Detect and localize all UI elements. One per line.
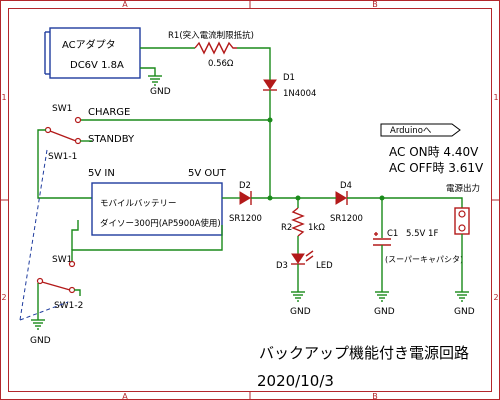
voltage-ac-off: AC OFF時 3.61V — [389, 161, 484, 175]
output-connector — [454, 207, 470, 235]
battery-model: ダイソー300円(AP5900A使用) — [100, 218, 221, 229]
frame-col-a-top: A — [122, 0, 128, 9]
switch-sw1-2 — [36, 260, 76, 294]
ac-adapter-name: ACアダプタ — [62, 38, 116, 51]
r2-name: R2 — [281, 223, 292, 233]
sw1-bottom-name: SW1 — [52, 255, 72, 265]
output-label: 電源出力 — [446, 183, 480, 194]
voltage-ac-on: AC ON時 4.40V — [389, 145, 479, 159]
diode-d4 — [330, 191, 348, 205]
d3-name: D3 — [276, 261, 288, 271]
arduino-label: Arduinoへ — [390, 126, 432, 136]
arduino-tag: Arduinoへ — [380, 123, 461, 137]
d1-part: 1N4004 — [283, 89, 316, 99]
gnd-symbol-out — [455, 291, 469, 302]
diagram-date: 2020/10/3 — [257, 372, 334, 390]
battery-in-label: 5V IN — [88, 168, 115, 179]
ac-adapter: ACアダプタ DC6V 1.8A — [44, 27, 141, 79]
gnd-label-c1: GND — [374, 307, 395, 317]
gnd-symbol-ac — [148, 75, 162, 86]
frame-row-1-right: 1 — [493, 93, 498, 102]
frame-row-2-right: 2 — [493, 293, 498, 302]
d1-name: D1 — [283, 73, 295, 83]
diagram-title: バックアップ機能付き電源回路 — [259, 344, 469, 362]
r1-name: R1(突入電流制限抵抗) — [168, 30, 254, 41]
mobile-battery: モバイルバッテリー ダイソー300円(AP5900A使用) — [91, 182, 223, 236]
battery-name: モバイルバッテリー — [100, 199, 177, 209]
gnd-symbol-led — [291, 291, 305, 302]
sw1-2-name: SW1-2 — [54, 301, 83, 311]
d2-name: D2 — [239, 181, 251, 191]
led-d3 — [291, 250, 314, 265]
gnd-label-led: GND — [290, 307, 311, 317]
frame-col-a-bottom: A — [122, 392, 128, 400]
r2-value: 1kΩ — [308, 223, 325, 233]
frame-row-2-left: 2 — [1, 293, 6, 302]
diode-d2 — [236, 191, 252, 205]
gnd-symbol-sw — [31, 312, 45, 330]
battery-out-label: 5V OUT — [188, 168, 227, 179]
resistor-r1 — [194, 41, 237, 55]
c1-name: C1 — [387, 229, 398, 239]
switch-sw1-1 — [44, 116, 82, 145]
frame-col-b-bottom: B — [372, 392, 378, 400]
sw1-standby-label: STANDBY — [88, 134, 135, 145]
frame-row-1-left: 1 — [1, 93, 6, 102]
c1-value: 5.5V 1F — [406, 229, 438, 239]
sw1-top-name: SW1 — [52, 104, 72, 114]
gnd-label-ac: GND — [150, 87, 171, 97]
sw1-charge-label: CHARGE — [88, 107, 130, 118]
d3-part: LED — [316, 261, 333, 271]
d4-name: D4 — [340, 181, 352, 191]
resistor-r2 — [291, 207, 305, 237]
ac-adapter-rating: DC6V 1.8A — [70, 60, 124, 71]
frame-col-b-top: B — [372, 0, 378, 9]
gnd-symbol-c1 — [375, 291, 389, 302]
diode-d1 — [263, 75, 277, 91]
d4-part: SR1200 — [330, 214, 363, 224]
r1-value: 0.56Ω — [208, 59, 234, 69]
gnd-label-out: GND — [454, 307, 475, 317]
sw1-1-name: SW1-1 — [48, 152, 77, 162]
gnd-label-sw: GND — [30, 336, 51, 346]
d2-part: SR1200 — [229, 214, 262, 224]
c1-note: (スーパーキャパシタ) — [385, 255, 463, 264]
